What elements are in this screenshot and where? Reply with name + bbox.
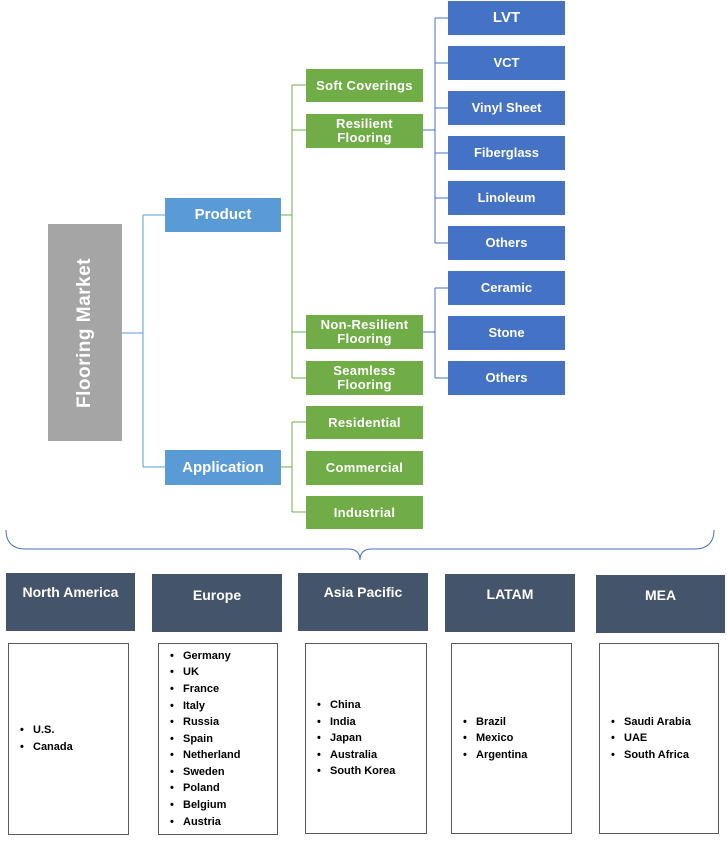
region-mea: MEA: [596, 575, 725, 633]
country-item: South Korea: [317, 763, 395, 780]
country-item: France: [170, 681, 240, 698]
country-item: Saudi Arabia: [611, 714, 691, 731]
resilient-flooring-node: Resilient Flooring: [306, 114, 423, 148]
fiberglass-node: Fiberglass: [448, 136, 565, 170]
region-asia-pacific: Asia Pacific: [298, 573, 428, 631]
subtype-connectors: [423, 17, 448, 379]
application-node: Application: [165, 450, 281, 485]
country-list: U.S. Canada: [9, 722, 73, 755]
country-item: Japan: [317, 730, 395, 747]
country-item: China: [317, 697, 395, 714]
root-label: Flooring Market: [74, 257, 96, 408]
country-item: Russia: [170, 714, 240, 731]
country-item: Spain: [170, 731, 240, 748]
asia-pacific-countries: China India Japan Australia South Korea: [305, 643, 427, 834]
region-latam: LATAM: [445, 574, 575, 632]
product-node: Product: [165, 198, 281, 232]
country-list: Brazil Mexico Argentina: [452, 714, 527, 764]
country-item: Netherland: [170, 747, 241, 764]
country-list: Saudi Arabia UAE South Africa: [600, 714, 691, 764]
commercial-node: Commercial: [306, 451, 423, 485]
country-list: China India Japan Australia South Korea: [306, 697, 395, 780]
non-resilient-others-node: Others: [448, 361, 565, 395]
non-resilient-flooring-node: Non-Resilient Flooring: [306, 315, 423, 349]
region-europe: Europe: [152, 574, 282, 632]
vct-node: VCT: [448, 46, 565, 80]
country-item: Italy: [170, 698, 240, 715]
tree-connectors: [122, 214, 165, 468]
country-item: Sweden: [170, 764, 240, 781]
region-north-america: North America: [6, 573, 135, 631]
lvt-node: LVT: [448, 1, 565, 35]
country-item: Poland: [170, 780, 240, 797]
country-item: Germany: [170, 648, 240, 665]
ceramic-node: Ceramic: [448, 271, 565, 305]
industrial-node: Industrial: [306, 496, 423, 529]
linoleum-node: Linoleum: [448, 181, 565, 215]
region-brace: [5, 529, 715, 561]
country-item: India: [317, 714, 395, 731]
country-item: Argentina: [463, 747, 527, 764]
country-item: South Africa: [611, 747, 691, 764]
europe-countries: Germany UK France Italy Russia Spain Net…: [158, 643, 278, 835]
residential-node: Residential: [306, 406, 423, 439]
country-item: Belgium: [170, 797, 240, 814]
north-america-countries: U.S. Canada: [8, 643, 129, 835]
country-item: UK: [170, 664, 240, 681]
resilient-others-node: Others: [448, 226, 565, 260]
stone-node: Stone: [448, 316, 565, 350]
vinyl-sheet-node: Vinyl Sheet: [448, 91, 565, 125]
soft-coverings-node: Soft Coverings: [306, 69, 423, 102]
product-connectors: [281, 84, 306, 513]
latam-countries: Brazil Mexico Argentina: [451, 643, 572, 834]
country-item: U.S.: [20, 722, 73, 739]
country-item: Mexico: [463, 730, 527, 747]
seamless-flooring-node: Seamless Flooring: [306, 361, 423, 395]
country-list: Germany UK France Italy Russia Spain Net…: [159, 648, 241, 831]
country-item: Australia: [317, 747, 395, 764]
country-item: Brazil: [463, 714, 527, 731]
country-item: Austria: [170, 814, 240, 831]
root-node: Flooring Market: [48, 224, 122, 441]
country-item: Canada: [20, 739, 73, 756]
mea-countries: Saudi Arabia UAE South Africa: [599, 643, 719, 834]
country-item: UAE: [611, 730, 691, 747]
